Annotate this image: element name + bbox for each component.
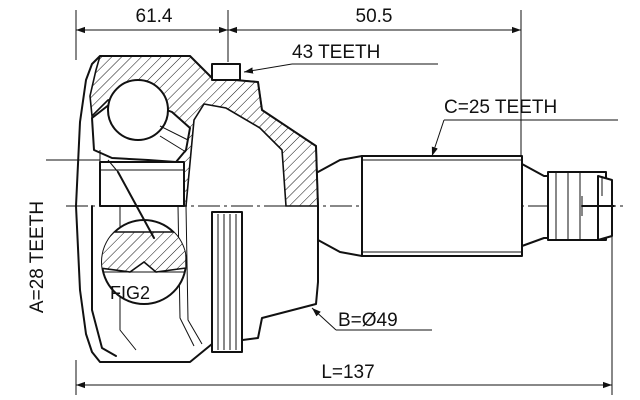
callout-abs-diameter: B=Ø49 xyxy=(338,310,398,331)
dim-overall-length: L=137 xyxy=(321,362,374,383)
callout-boot-teeth: 43 TEETH xyxy=(292,42,380,63)
leaders xyxy=(243,63,618,331)
inner-spline-zone xyxy=(46,159,185,207)
callout-inner-spline: A=28 TEETH xyxy=(27,201,48,313)
dimension-lines xyxy=(76,26,612,389)
fig2-detail xyxy=(101,159,187,305)
ball-cage xyxy=(91,79,191,163)
callout-shaft-spline: C=25 TEETH xyxy=(444,97,557,118)
dim-joint-length: 61.4 xyxy=(136,6,173,27)
dim-shaft-length: 50.5 xyxy=(356,6,393,27)
clamp-block xyxy=(211,63,241,81)
ball xyxy=(107,79,169,141)
abs-tone-ring xyxy=(211,211,243,353)
stub-shaft xyxy=(317,155,615,257)
callout-fig2: FIG2 xyxy=(110,283,150,303)
